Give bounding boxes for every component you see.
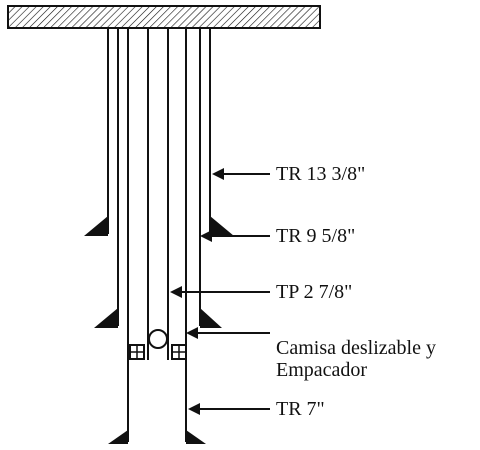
packer-right: [171, 344, 187, 360]
label-camisa-line2: Empacador: [276, 359, 368, 381]
arrow-tr-13-3-8: [212, 168, 270, 180]
casing-13-3-8-right-shoe: [210, 216, 234, 236]
arrow-tp-2-7-8: [170, 286, 270, 298]
casing-9-5-8-left-shoe: [94, 308, 118, 328]
casing-7-right-shoe: [186, 430, 206, 444]
label-camisa-line1: Camisa deslizable y: [276, 337, 436, 359]
packer-left: [129, 344, 145, 360]
arrow-tr-7: [188, 403, 270, 415]
label-tr-7: TR 7": [276, 398, 325, 420]
label-tp-2-7-8: TP 2 7/8": [276, 281, 353, 303]
sliding-sleeve: [148, 329, 168, 349]
casing-13-3-8-left-shoe: [84, 216, 108, 236]
label-tr-9-5-8: TR 9 5/8": [276, 225, 356, 247]
arrow-camisa-empacador: [186, 327, 270, 339]
label-tr-13-3-8: TR 13 3/8": [276, 163, 366, 185]
casing-7-left-shoe: [108, 430, 128, 444]
label-camisa-empacador: Camisa deslizable y Empacador: [276, 337, 436, 381]
arrow-tr-9-5-8: [200, 230, 270, 242]
casing-9-5-8-right-shoe: [200, 308, 222, 328]
surface-slab: [7, 5, 321, 29]
